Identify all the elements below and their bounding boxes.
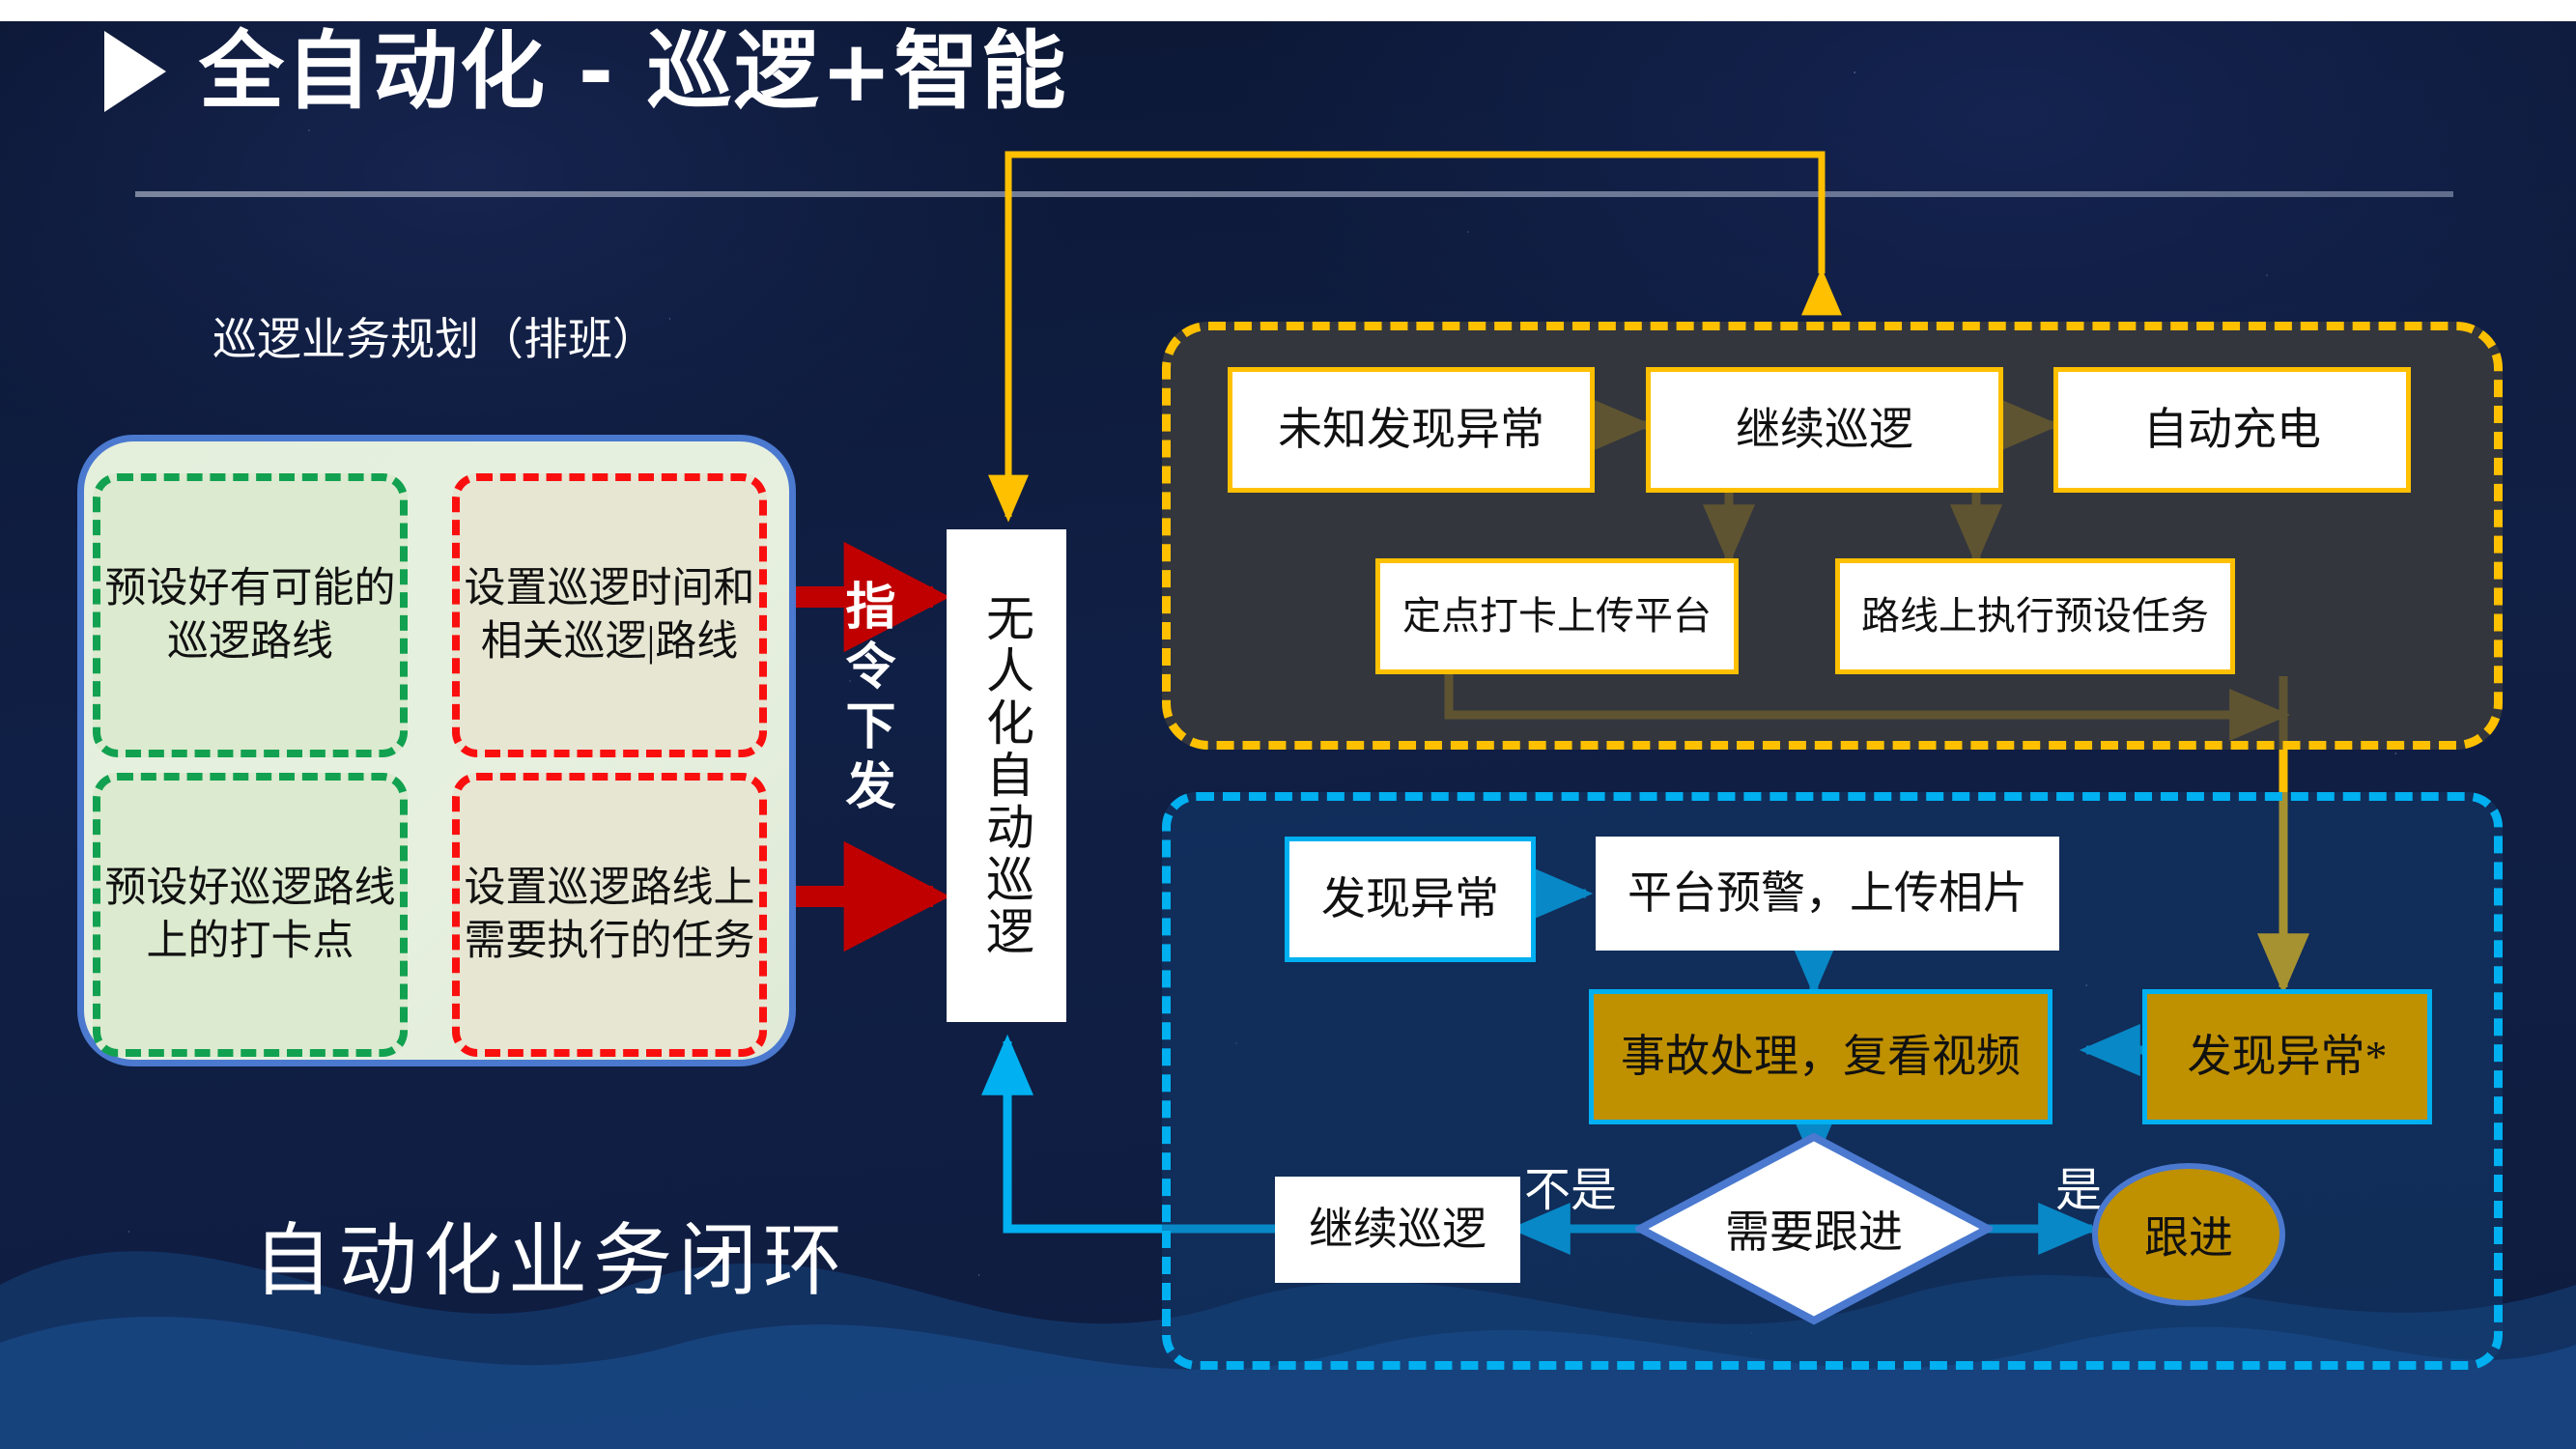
node-found-anomaly[interactable]: 发现异常	[1285, 837, 1536, 962]
node-route-preset-task[interactable]: 路线上执行预设任务	[1835, 558, 2235, 674]
title-text: 全自动化 - 巡逻+智能	[199, 21, 1068, 121]
footer-slogan: 自动化业务闭环	[253, 1217, 849, 1305]
preset-checkpoint-label: 预设好巡逻路线上的打卡点	[104, 865, 396, 964]
node-checkin-upload-label: 定点打卡上传平台	[1402, 594, 1712, 638]
unmanned-auto-patrol-label: 无人化自动巡逻	[979, 593, 1033, 958]
preset-checkpoint-box[interactable]: 预设好巡逻路线上的打卡点	[93, 773, 408, 1057]
node-platform-alert[interactable]: 平台预警，上传相片	[1596, 837, 2059, 951]
unmanned-auto-patrol-box[interactable]: 无人化自动巡逻	[947, 529, 1066, 1022]
node-continue-patrol-label: 继续巡逻	[1736, 404, 1913, 454]
node-incident-handling-label: 事故处理，复看视频	[1621, 1031, 2021, 1081]
title-divider	[135, 191, 2453, 197]
set-route-task-box[interactable]: 设置巡逻路线上需要执行的任务	[452, 773, 767, 1057]
node-incident-handling[interactable]: 事故处理，复看视频	[1589, 989, 2052, 1124]
command-dispatch-text: 指令下发	[837, 580, 892, 819]
node-checkin-upload[interactable]: 定点打卡上传平台	[1375, 558, 1739, 674]
play-triangle-icon	[104, 31, 166, 112]
node-unknown-anomaly[interactable]: 未知发现异常	[1228, 367, 1595, 493]
left-section-label: 巡逻业务规划（排班）	[212, 315, 657, 364]
node-auto-charge-label: 自动充电	[2143, 404, 2321, 454]
node-found-anomaly-star-label: 发现异常*	[2187, 1031, 2388, 1081]
node-followup[interactable]: 跟进	[2092, 1163, 2285, 1306]
node-found-anomaly-star[interactable]: 发现异常*	[2142, 989, 2432, 1124]
set-time-route-box[interactable]: 设置巡逻时间和相关巡逻|路线	[452, 473, 767, 757]
page-title: 全自动化 - 巡逻+智能	[104, 29, 1068, 114]
node-continue-patrol-2[interactable]: 继续巡逻	[1275, 1177, 1520, 1283]
node-unknown-anomaly-label: 未知发现异常	[1278, 404, 1544, 454]
top-white-band	[0, 0, 2576, 21]
command-dispatch-label: 指令下发	[829, 580, 901, 832]
node-need-followup-label: 需要跟进	[1725, 1208, 1903, 1257]
set-route-task-label: 设置巡逻路线上需要执行的任务	[464, 865, 755, 964]
node-platform-alert-label: 平台预警，上传相片	[1628, 867, 2027, 918]
edge-label-no: 不是	[1524, 1165, 1618, 1216]
diamond-shape	[1631, 1132, 1996, 1325]
node-found-anomaly-label: 发现异常	[1321, 873, 1499, 923]
node-auto-charge[interactable]: 自动充电	[2053, 367, 2411, 493]
set-time-route-label: 设置巡逻时间和相关巡逻|路线	[464, 565, 755, 665]
node-continue-patrol[interactable]: 继续巡逻	[1646, 367, 2003, 493]
node-need-followup[interactable]: 需要跟进	[1631, 1132, 1996, 1325]
node-continue-patrol-2-label: 继续巡逻	[1309, 1204, 1486, 1254]
node-route-preset-task-label: 路线上执行预设任务	[1861, 594, 2209, 638]
preset-route-box[interactable]: 预设好有可能的巡逻路线	[93, 473, 408, 757]
preset-route-label: 预设好有可能的巡逻路线	[104, 565, 396, 665]
edge-label-yes: 是	[2055, 1165, 2103, 1216]
node-followup-label: 跟进	[2144, 1213, 2233, 1263]
